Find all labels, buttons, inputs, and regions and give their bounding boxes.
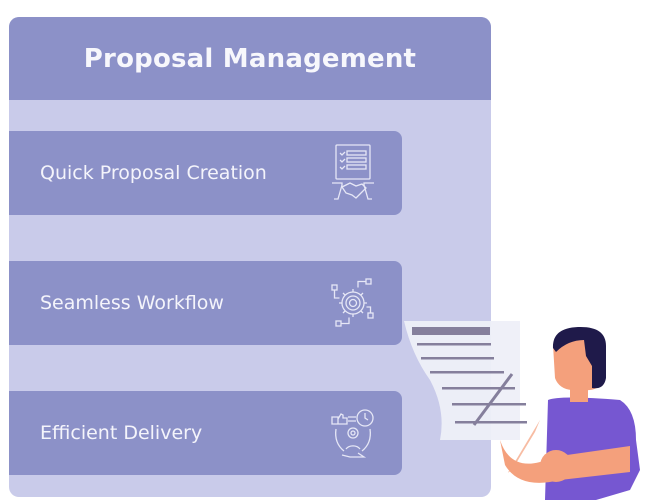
proposal-management-panel: Proposal Management Quick Proposal Creat… — [9, 17, 491, 497]
card-efficient-delivery[interactable]: Efficient Delivery — [9, 391, 402, 475]
panel-title: Proposal Management — [83, 43, 417, 74]
card-label: Quick Proposal Creation — [40, 162, 267, 184]
paper-sheet — [404, 321, 520, 440]
person-writing-illustration — [404, 321, 640, 500]
card-label: Seamless Workflow — [40, 292, 224, 314]
delivery-cycle-icon — [331, 409, 374, 458]
gear-network-icon — [331, 278, 374, 327]
hair — [552, 326, 606, 389]
card-seamless-workflow[interactable]: Seamless Workflow — [9, 261, 402, 345]
card-quick-proposal-creation[interactable]: Quick Proposal Creation — [9, 131, 402, 215]
card-label: Efficient Delivery — [40, 422, 203, 444]
pen — [472, 373, 514, 426]
document-handshake-icon — [332, 144, 374, 200]
panel-header: Proposal Management — [9, 17, 491, 100]
